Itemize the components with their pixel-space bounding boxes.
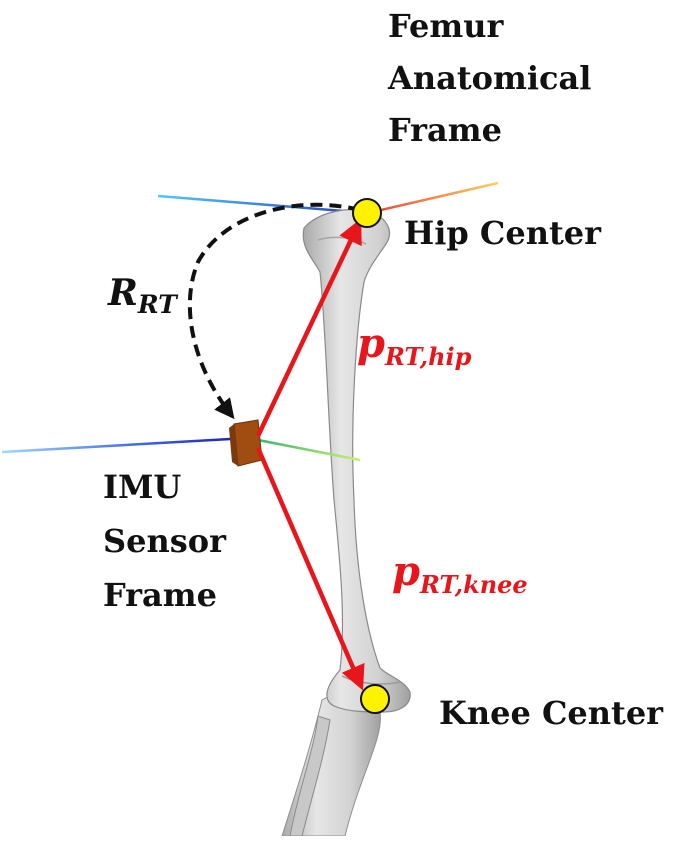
lower-leg-bones — [281, 694, 381, 837]
rotation-label-sub: RT — [137, 290, 179, 319]
imu-sensor-side — [229, 424, 238, 466]
rotation-label: RRT — [107, 272, 179, 319]
femur-bone — [302, 209, 411, 713]
imu-frame-label-line1: IMU — [103, 468, 181, 506]
femur-frame-label-line2: Anatomical — [387, 59, 591, 97]
imu-frame-label: IMU Sensor Frame — [103, 468, 237, 614]
imu-sensor-box — [233, 419, 263, 467]
imu-sensor — [229, 419, 263, 467]
vector-p-knee-arrow — [255, 447, 365, 691]
p-hip-label-sub: RT,hip — [384, 342, 472, 371]
hip-center-marker — [352, 198, 382, 228]
imu-frame-label-line3: Frame — [103, 576, 217, 614]
rotation-label-main: R — [107, 272, 138, 314]
femur-frame-axes — [157, 2, 499, 215]
imu-frame-axes — [1, 436, 361, 668]
p-knee-label: pRT,knee — [392, 548, 528, 599]
knee-center-marker — [360, 684, 390, 714]
femur-shaft — [302, 209, 411, 713]
femur-frame-label: Femur Anatomical Frame — [387, 7, 602, 149]
femur-frame-lateral-axis — [157, 194, 369, 215]
imu-frame-label-line2: Sensor — [103, 522, 227, 560]
imu-frame-lateral-axis — [1, 436, 249, 454]
knee-center-label: Knee Center — [439, 694, 664, 732]
femur-frame-anterior-axis — [367, 181, 499, 215]
p-knee-label-main: p — [392, 548, 420, 595]
hip-center-label: Hip Center — [404, 214, 602, 252]
femur-frame-label-line1: Femur — [388, 7, 504, 45]
imu-frame-anterior-axis — [247, 436, 361, 462]
vector-p-hip-arrow — [255, 218, 362, 437]
femur-frame-label-line3: Frame — [388, 111, 502, 149]
p-hip-label: pRT,hip — [357, 320, 472, 371]
rotation-arrow — [187, 202, 361, 420]
p-hip-label-main: p — [357, 320, 385, 367]
p-knee-label-sub: RT,knee — [419, 570, 528, 599]
